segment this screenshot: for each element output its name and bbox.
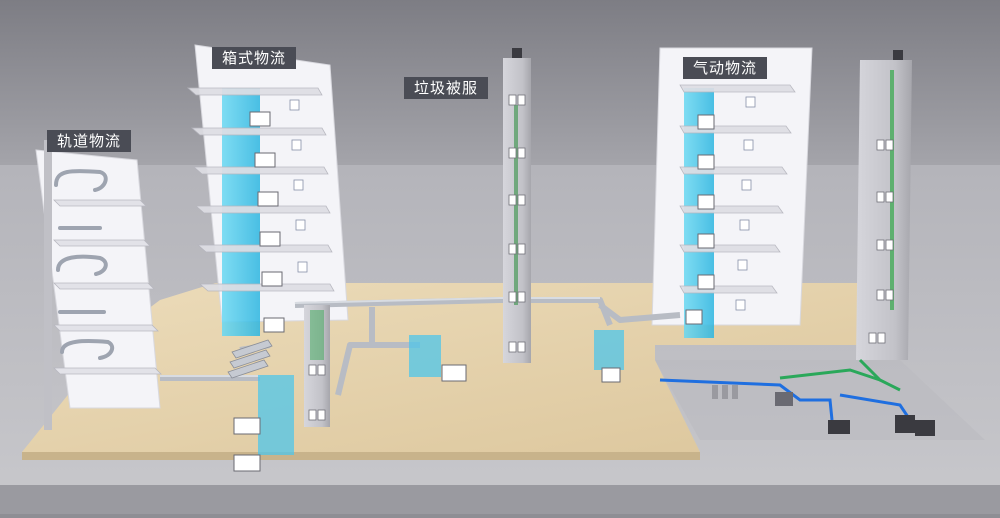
right-column (856, 50, 912, 360)
duct-highlights (160, 297, 600, 377)
floor-platform-edge (22, 452, 700, 460)
track-logistics-label: 轨道物流 (47, 130, 132, 152)
pneumatic-floors (679, 84, 796, 294)
box-logistics-building (186, 44, 349, 336)
middle-column (304, 305, 330, 427)
pneumatic-logistics-building (651, 47, 813, 338)
box-stations (249, 111, 285, 333)
transfer-stations (233, 364, 621, 472)
track-floors (53, 199, 162, 375)
box-panels (289, 99, 308, 273)
duct-junction (227, 339, 273, 379)
pneumatic-panels (735, 96, 756, 311)
transfer-units (258, 330, 624, 455)
waste-linen-column (503, 48, 531, 363)
track-rails (54, 169, 115, 360)
back-wall (0, 0, 1000, 165)
box-floors (186, 87, 335, 292)
waste-linen-label: 垃圾被服 (404, 77, 489, 99)
ground-front-edge (0, 485, 1000, 514)
track-logistics-building (35, 140, 162, 430)
pneumatic-stations (685, 114, 715, 325)
pneumatic-logistics-label: 气动物流 (683, 57, 768, 79)
box-logistics-label: 箱式物流 (212, 47, 297, 69)
equipment-units (712, 385, 935, 436)
